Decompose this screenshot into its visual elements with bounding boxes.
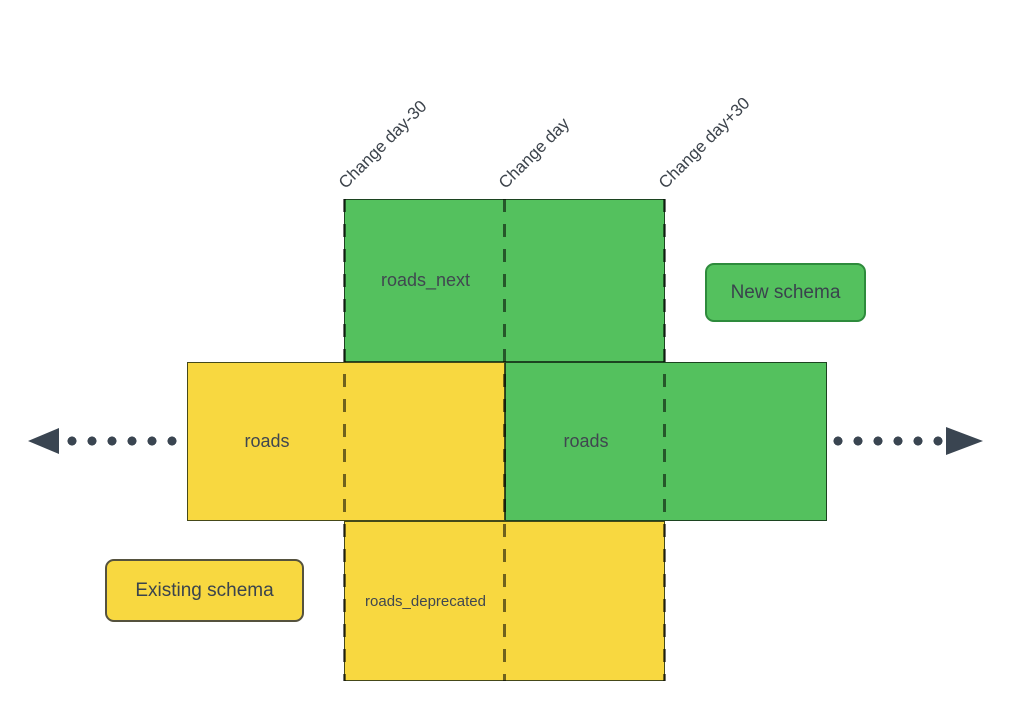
legend-new-schema-label: New schema	[730, 281, 841, 303]
timeline-dots-right	[828, 436, 944, 446]
timeline-label-change-day-plus-30: Change day+30	[654, 93, 754, 193]
dashed-line-change-day	[503, 199, 506, 681]
timeline-arrow-left-icon	[28, 428, 59, 454]
legend-new-schema: New schema	[705, 263, 866, 322]
box-roads-new: roads	[505, 362, 827, 521]
box-label-roads-existing: roads	[244, 431, 290, 451]
box-roads-existing: roads	[187, 362, 505, 521]
timeline-arrow-right-icon	[946, 427, 983, 455]
box-label-roads-deprecated: roads_deprecated	[365, 592, 486, 610]
legend-existing-schema-label: Existing schema	[135, 579, 274, 601]
dashed-line-change-day-minus-30	[343, 199, 346, 681]
box-label-roads-next: roads_next	[380, 270, 471, 290]
dashed-line-change-day-plus-30	[663, 199, 666, 681]
legend-existing-schema: Existing schema	[105, 559, 304, 622]
timeline-label-change-day: Change day	[494, 114, 574, 193]
box-label-roads-new: roads	[563, 431, 609, 451]
timeline-dots-left	[62, 436, 186, 446]
timeline-label-change-day-minus-30: Change day-30	[334, 96, 431, 193]
